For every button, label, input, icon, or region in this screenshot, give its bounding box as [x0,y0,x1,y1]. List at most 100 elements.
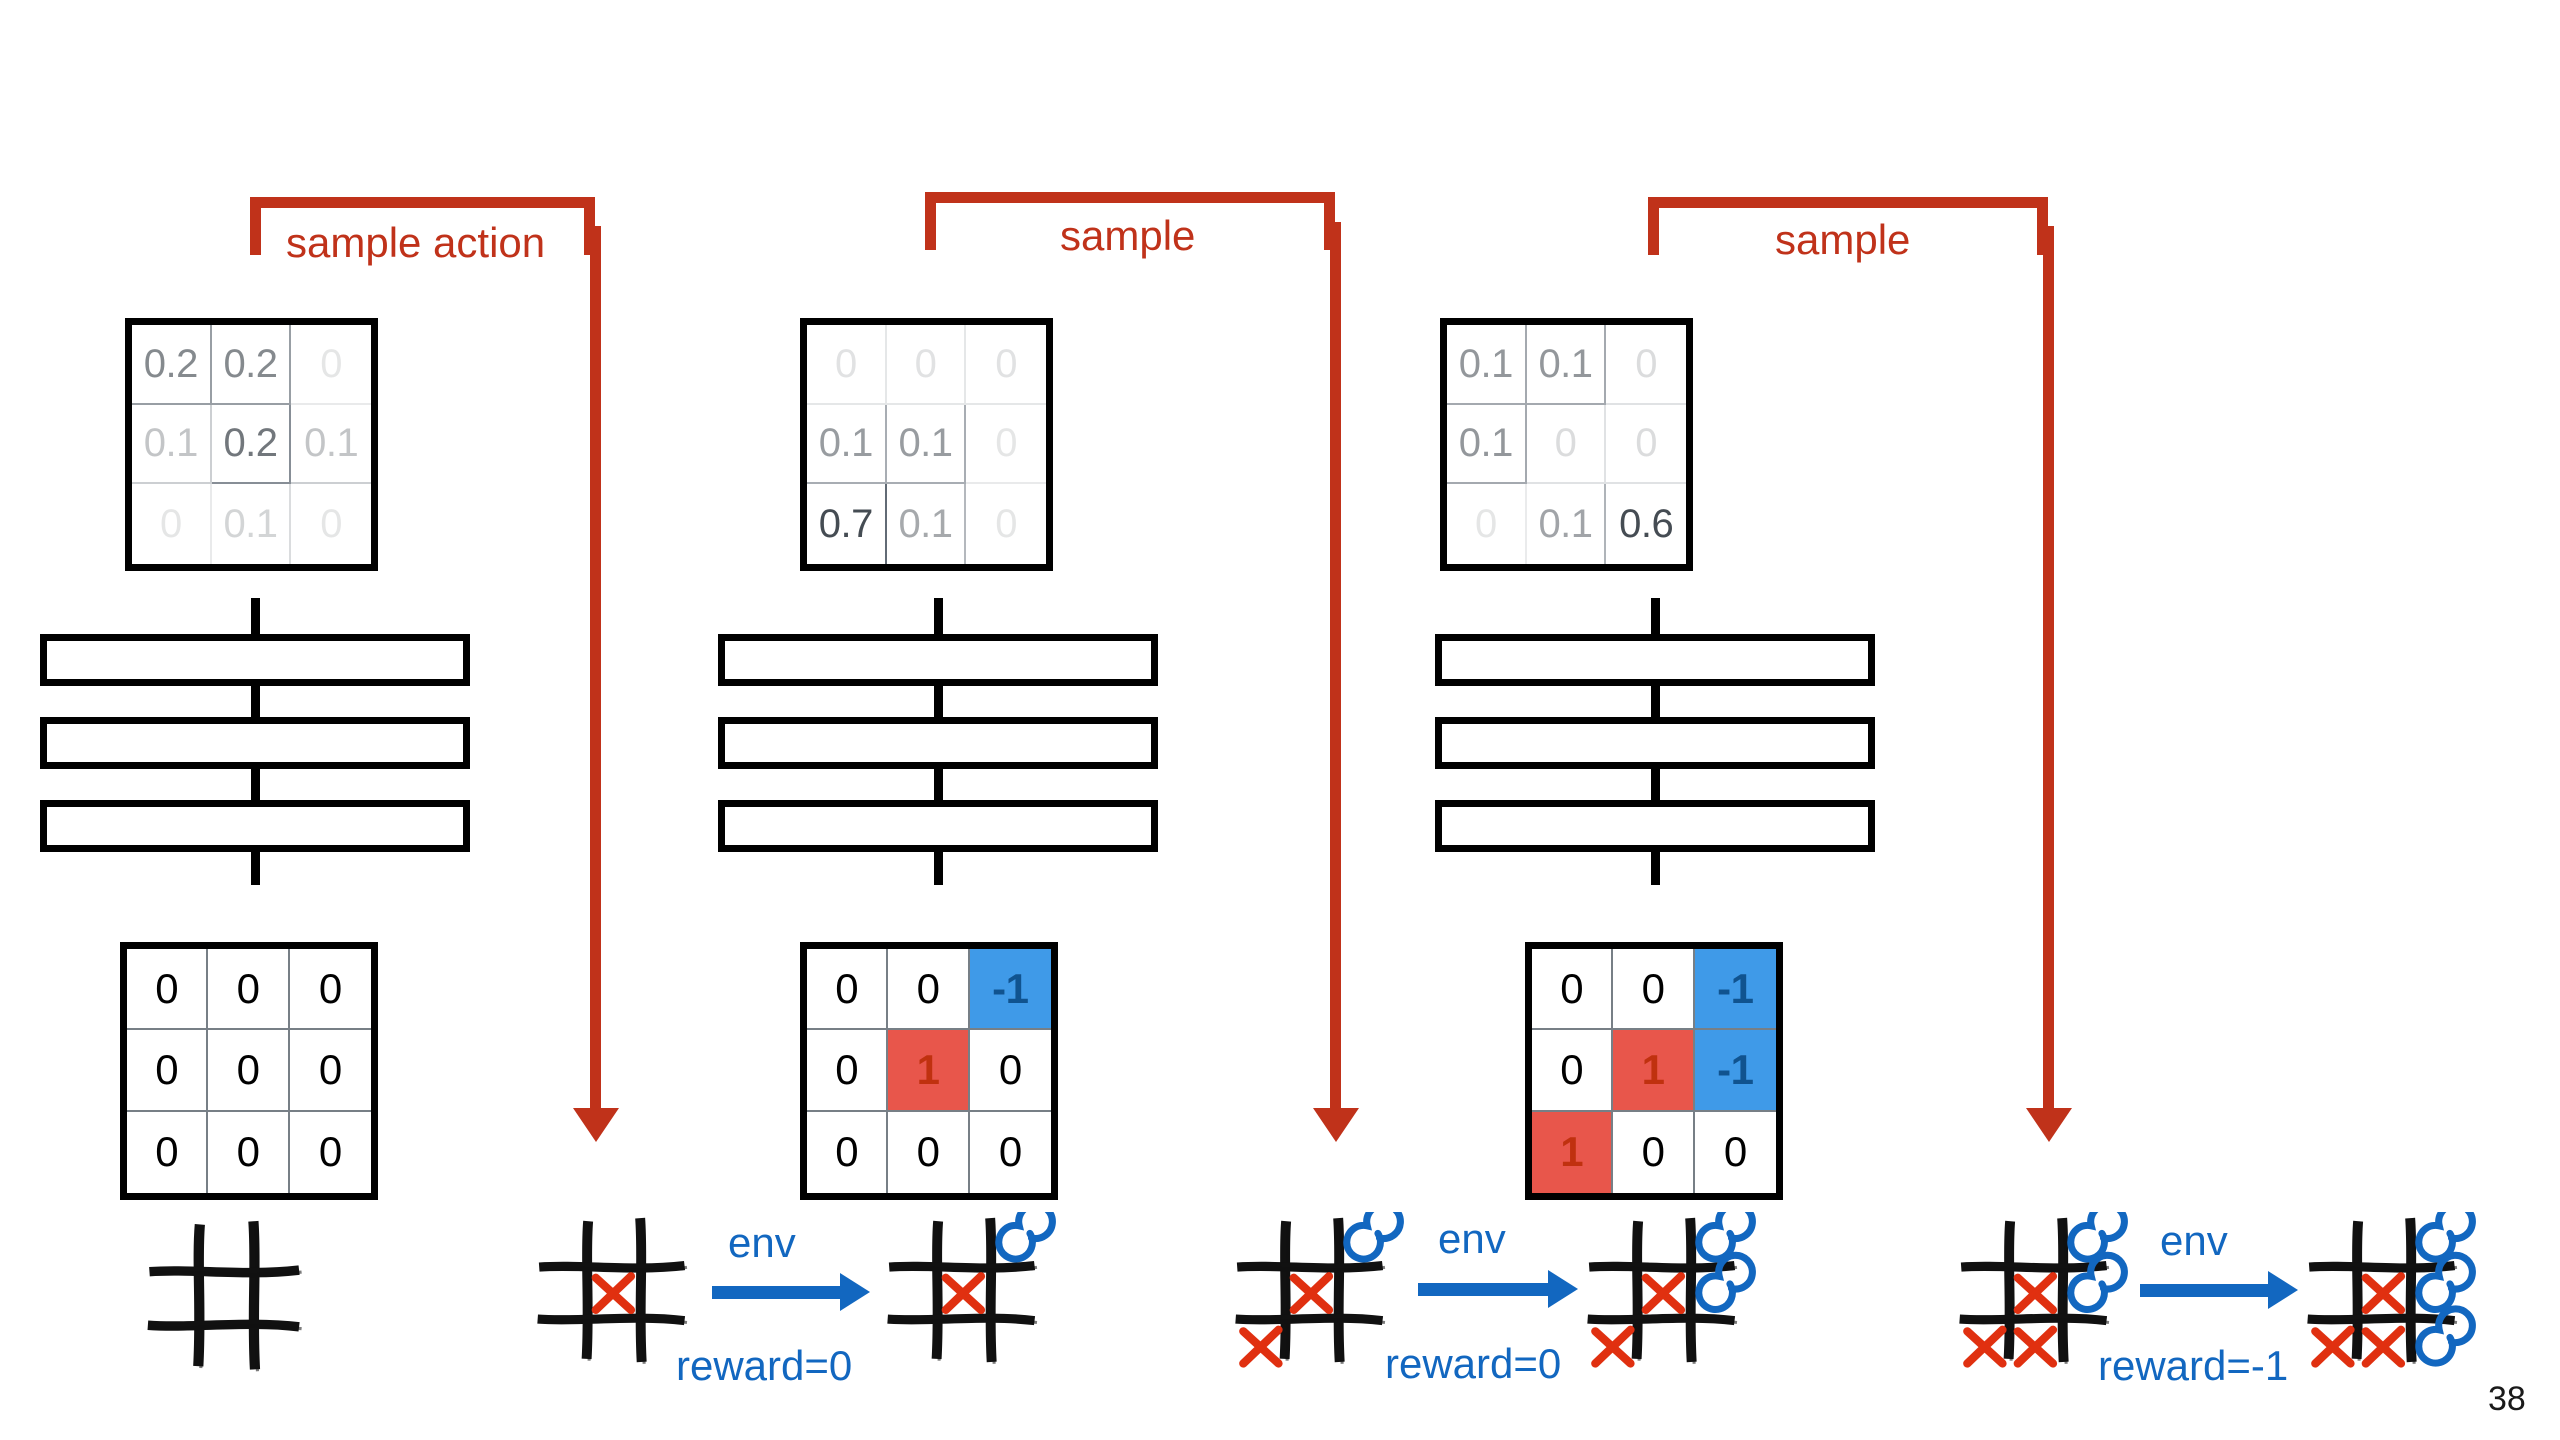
env-arrow-head-2 [1548,1270,1578,1308]
prob-cell: 0.1 [887,484,967,564]
sample-action-3-arrow-head [2026,1108,2072,1142]
network-3-layer-2 [1435,717,1875,769]
state-cell: 0 [1613,1111,1695,1193]
mark-o [1695,1212,1756,1263]
state-cell: 0 [807,1030,889,1112]
board-after-2-svg [1587,1212,1756,1368]
board-before-1-svg [537,1217,688,1364]
prob-cell: 0.1 [886,404,967,485]
state-cell: 1 [1613,1030,1695,1112]
network-2-layer-2 [718,717,1158,769]
reward-label-2: reward=0 [1385,1340,1562,1387]
board-before-2-svg [1235,1212,1404,1368]
board-after-1 [880,1212,1110,1419]
board-before-3-svg [1959,1212,2128,1368]
state-cell: 0 [208,1030,290,1112]
prob-cell: 0.1 [132,404,212,485]
sample-action-2-bracket [925,192,1335,250]
state-cell: 0 [127,1111,209,1193]
state-cell: 0 [807,949,889,1031]
state-cell: -1 [969,949,1051,1031]
sample-action-1-arrow-shaft [590,226,601,1108]
network-3-wire-1 [1651,686,1660,719]
prob-cell: 0.2 [132,325,212,405]
prob-cell: 0.1 [1527,484,1607,564]
board-after-2 [1580,1212,1810,1419]
env-label-3: env [2160,1217,2228,1264]
prob-cell: 0 [320,502,343,547]
network-2-layer-3 [718,800,1158,852]
sample-action-3-label: sample [1775,216,1911,263]
mark-o [2415,1305,2476,1367]
network-3-wire-in [1651,598,1660,638]
board-after-1-svg [887,1212,1056,1364]
env-arrow-shaft-3 [2140,1284,2268,1297]
prob-cell: 0 [886,325,967,405]
board-initial [140,1215,376,1428]
reward-label-3: reward=-1 [2098,1342,2289,1389]
sample-action-1-bracket [250,197,595,255]
mark-x [2361,1325,2406,1368]
network-1-wire-2 [251,769,260,802]
state-cell: 0 [888,1111,970,1193]
page-number: 38 [2488,1380,2526,1418]
prob-cell: 0.1 [1447,404,1527,485]
prob-cell: 0.2 [211,404,292,485]
mark-o [2067,1251,2128,1313]
prob-cell: 0 [1447,484,1527,564]
mark-x [1963,1325,2007,1368]
prob-cell: 0 [995,502,1018,547]
mark-o [1343,1212,1404,1263]
mark-o [1695,1251,1756,1313]
board-before-1 [530,1212,760,1419]
prob-cell: 0.1 [291,405,371,485]
board-before-3 [1952,1212,2182,1419]
state-cell: 0 [1723,1128,1747,1176]
network-1-wire-1 [251,686,260,719]
env-arrow-shaft-2 [1418,1283,1548,1296]
env-arrow-shaft-1 [712,1286,840,1299]
env-label-1: env [728,1219,796,1266]
state-cell: 0 [289,949,371,1031]
network-1-layer-1 [40,634,470,686]
env-arrow-head-1 [840,1273,870,1311]
network-1-wire-3 [251,852,260,885]
mark-x [591,1272,636,1315]
state-cell: 0 [318,1128,342,1176]
state-cell: 1 [1532,1111,1614,1193]
network-3-wire-2 [1651,769,1660,802]
network-2-layer-1 [718,634,1158,686]
network-2-wire-in [934,598,943,638]
state-cell: 1 [888,1030,970,1112]
state-cell: 0 [127,1030,209,1112]
sample-action-1-label: sample action [286,219,546,266]
state-cell: 0 [289,1030,371,1112]
network-1-wire-in [251,598,260,638]
network-3-layer-3 [1435,800,1875,852]
state-cell: 0 [888,949,970,1031]
prob-cell: 0 [1606,405,1686,485]
sample-action-1-arrow-head [573,1108,619,1142]
state-cell: 0 [208,949,290,1031]
network-2-wire-3 [934,852,943,885]
prob-cell: 0.1 [1447,325,1527,405]
state-cell: -1 [1694,949,1776,1031]
mark-x [1239,1325,1283,1368]
reward-label-1: reward=0 [676,1342,853,1389]
mark-x [2013,1272,2058,1315]
prob-cell: 0.1 [212,484,292,564]
state-cell: 0 [998,1128,1022,1176]
mark-o [2415,1212,2476,1263]
mark-x [2311,1325,2355,1368]
mark-x [2361,1272,2406,1315]
sample-action-3-arrow-shaft [2043,226,2054,1108]
mark-o [2415,1251,2476,1313]
network-2-wire-2 [934,769,943,802]
prob-cell: 0 [132,484,212,564]
prob-cell: 0 [966,325,1046,405]
board-before-2 [1228,1212,1458,1419]
sample-action-3-bracket [1648,197,2048,255]
